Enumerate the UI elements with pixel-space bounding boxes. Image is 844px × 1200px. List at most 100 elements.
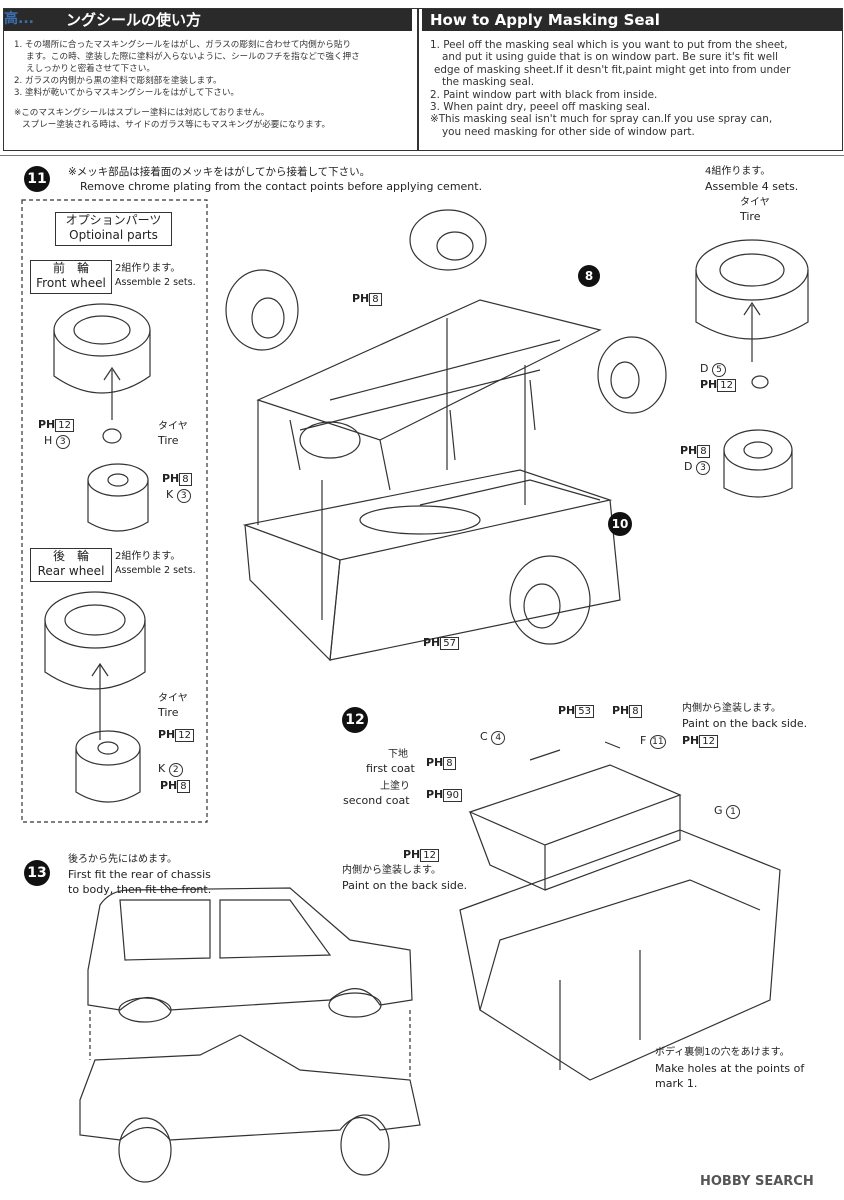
callout-10: 10: [608, 512, 632, 536]
step12-part-c: C 4: [480, 730, 506, 745]
step12-part-f: F 11: [640, 734, 666, 749]
en-step-line: 1. Peel off the masking seal which is yo…: [430, 39, 788, 51]
first-coat-en: first coat: [366, 762, 415, 775]
right-rim-drawing: [723, 375, 793, 498]
front-rim-drawing: [87, 463, 149, 532]
num-1: 1: [726, 805, 741, 819]
num-11: 11: [649, 735, 666, 749]
jp-note-line: ※このマスキングシールはスプレー塗料には対応しておりません。: [14, 108, 270, 118]
code-12: 12: [717, 379, 737, 392]
part-k: K: [166, 488, 174, 501]
code-57: 57: [440, 637, 460, 650]
step12-inside-en: Paint on the back side.: [682, 717, 808, 730]
en-step-line: and put it using guide that is on window…: [442, 51, 778, 64]
en-step-line: 2. Paint window part with black from ins…: [430, 88, 658, 101]
ph-label: PH: [558, 704, 576, 717]
code-8: 8: [629, 705, 642, 718]
en-note-line: ※This masking seal isn't much for spray …: [430, 113, 773, 126]
num-5: 5: [711, 363, 726, 377]
code-8: 8: [443, 757, 456, 770]
right-rim-part: D 3: [684, 460, 710, 475]
part-d: D: [684, 460, 693, 473]
front-tire-en: Tire: [158, 434, 179, 447]
part-k: K: [158, 762, 166, 775]
step12-part-g: G 1: [714, 804, 741, 819]
chassis-drawing: [242, 299, 621, 662]
code-90: 90: [443, 789, 463, 802]
num-3: 3: [176, 489, 191, 503]
first-coat-jp: 下地: [388, 749, 408, 760]
ph-label: PH: [352, 292, 370, 305]
step-13-badge: 13: [24, 860, 50, 886]
rear-count-en: Assemble 2 sets.: [115, 565, 196, 576]
front-hub-part: H 3: [44, 434, 70, 449]
holes-jp: ボディ裏側1の穴をあけます。: [655, 1047, 790, 1058]
optional-parts-jp: オプションパーツ: [65, 213, 162, 227]
rear-rim-drawing: [75, 730, 141, 803]
front-tire-jp: タイヤ: [158, 421, 188, 432]
part-h: H: [44, 434, 53, 447]
front-count-jp: 2組作ります。: [115, 263, 181, 274]
right-count-jp: 4組作ります。: [705, 166, 771, 177]
watermark-top: 高...: [4, 11, 34, 27]
optional-parts-box: [21, 199, 208, 823]
num-3: 3: [695, 461, 710, 475]
en-step-line: 3. When paint dry, peeel off masking sea…: [430, 101, 651, 114]
optional-parts-en: Optioinal parts: [69, 228, 158, 242]
step12-inside2-jp: 内側から塗装します。: [342, 865, 441, 876]
ph-label: PH: [162, 472, 180, 485]
front-wheel-en: Front wheel: [36, 276, 106, 290]
step-11-note-en: Remove chrome plating from the contact p…: [80, 180, 483, 193]
num-4: 4: [491, 731, 506, 745]
part-d: D: [700, 362, 709, 375]
right-tire-en: Tire: [740, 210, 761, 223]
front-hub-drawing: [102, 428, 122, 444]
num-2: 2: [168, 763, 183, 777]
masking-steps-jp: 1. その場所に合ったマスキングシールをはがし、ガラスの彫刻に合わせて内側から貼…: [14, 39, 414, 131]
step13-en-1: First fit the rear of chassis: [68, 868, 211, 881]
step-11-badge: 11: [24, 166, 50, 192]
rear-tire-drawing: [44, 591, 146, 690]
step12-inside-jp: 内側から塗装します。: [682, 703, 781, 714]
code-12: 12: [55, 419, 75, 432]
right-tire-jp: タイヤ: [740, 197, 770, 208]
code-53: 53: [575, 705, 595, 718]
right-tire-drawing: [695, 239, 809, 362]
ph-label: PH: [158, 728, 176, 741]
optional-parts-label: オプションパーツ Optioinal parts: [55, 212, 172, 246]
en-step-line: the masking seal.: [442, 76, 535, 89]
right-hub-part: D 5: [700, 362, 726, 377]
ph-label: PH: [403, 848, 421, 861]
step-11-note-jp: ※メッキ部品は接着面のメッキをはがしてから接着して下さい。: [68, 166, 371, 178]
step13-jp: 後ろから先にはめます。: [68, 854, 177, 865]
second-coat-jp: 上塗り: [380, 781, 410, 792]
jp-step-line: 2. ガラスの内側から黒の塗料で彫刻部を塗装します。: [14, 76, 222, 86]
code-12: 12: [699, 735, 719, 748]
front-wheel-label: 前 輪 Front wheel: [30, 260, 112, 294]
masking-section: ングシールの使い方 How to Apply Masking Seal 1. そ…: [3, 8, 843, 151]
ph-label: PH: [426, 788, 444, 801]
code-8: 8: [697, 445, 710, 458]
jp-step-line: えしっかりと密着させて下さい。: [26, 64, 155, 74]
masking-title-en: How to Apply Masking Seal: [422, 9, 842, 31]
num-3: 3: [55, 435, 70, 449]
front-wheel-jp: 前 輪: [52, 261, 89, 275]
rear-rim-part: K 2: [158, 762, 183, 777]
ph-label: PH: [682, 734, 700, 747]
rear-count-jp: 2組作ります。: [115, 551, 181, 562]
rear-wheel-en: Rear wheel: [37, 564, 105, 578]
step12-inside2-en: Paint on the back side.: [342, 879, 468, 892]
code-8: 8: [177, 780, 190, 793]
jeep-chassis-drawing: [79, 1010, 421, 1183]
body-tub-drawing: [459, 741, 781, 1081]
